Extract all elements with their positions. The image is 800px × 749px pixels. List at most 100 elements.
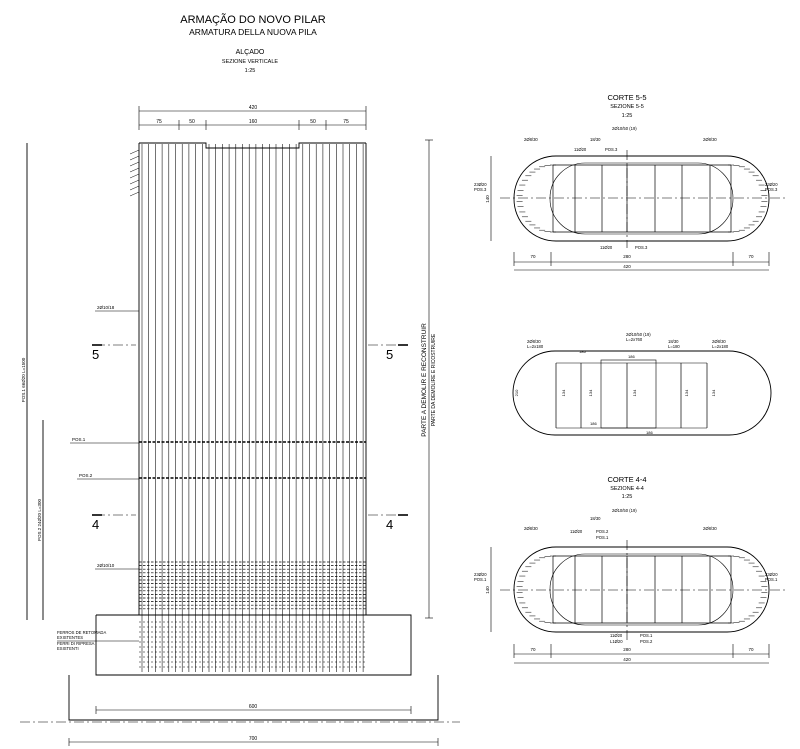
section-middle-bars bbox=[555, 362, 708, 429]
dim-top-4: 50 bbox=[310, 119, 316, 125]
smid-d4: 186 bbox=[646, 430, 653, 435]
section-mark-5-right: 5 bbox=[386, 347, 393, 362]
dim-footing-width: 700 bbox=[249, 736, 258, 742]
s44-label-11: POS.1 bbox=[765, 577, 778, 582]
smid-label-1: 2Ø10/50 (19) bbox=[626, 332, 651, 337]
smid-v3: 134 bbox=[632, 389, 637, 396]
s55-label-8: POS.3 bbox=[474, 187, 487, 192]
elevation-scale: 1:25 bbox=[245, 68, 256, 74]
bar-hook bbox=[129, 185, 140, 191]
smid-v2: 134 bbox=[588, 389, 593, 396]
smid-label-3: 2Ø8/30 bbox=[527, 339, 541, 344]
s44-label-2: 2Ø8/30 bbox=[524, 526, 538, 531]
label-bars-upper: 2Ø10/18 bbox=[97, 305, 115, 310]
s55-dim-total: 420 bbox=[623, 264, 631, 269]
s44-label-1: 2Ø10/50 (19) bbox=[612, 508, 637, 513]
s44-label-3: 2Ø8/30 bbox=[703, 526, 717, 531]
bar-hooks bbox=[129, 149, 140, 197]
s44-label-6: POS.2 bbox=[596, 529, 609, 534]
left-dim-pos1: POS.1 66Ø20 L=1500 bbox=[21, 357, 26, 402]
section-4-4-bars bbox=[516, 555, 768, 624]
section-4-4-title: CORTE 4-4 bbox=[607, 475, 646, 484]
s55-dim-b2: 280 bbox=[623, 254, 631, 259]
s55-label-12: POS.3 bbox=[635, 245, 648, 250]
label-existing-1: FERROS DE RETOMADA bbox=[57, 630, 106, 635]
s55-label-6: 18/30 bbox=[590, 137, 601, 142]
section-5-5-bars bbox=[516, 164, 768, 233]
dim-top-5: 75 bbox=[343, 119, 349, 125]
section-mark-4-left: 4 bbox=[92, 517, 99, 532]
smid-label-7: 2Ø8/30 bbox=[712, 339, 726, 344]
bar-hook bbox=[129, 167, 140, 173]
s44-label-5: 11Ø20 bbox=[570, 529, 583, 534]
smid-label-8: L=2x180 bbox=[712, 344, 729, 349]
s55-label-3: 2Ø8/30 bbox=[703, 137, 717, 142]
smid-v4: 134 bbox=[684, 389, 689, 396]
smid-label-5: 18/30 bbox=[668, 339, 679, 344]
section-mark-4-right: 4 bbox=[386, 517, 393, 532]
smid-label-2: L=2x760 bbox=[626, 337, 643, 342]
label-existing-2: EXISTENTES bbox=[57, 635, 83, 640]
smid-label-6: L=180 bbox=[668, 344, 680, 349]
s55-label-1: 2Ø10/50 (19) bbox=[612, 126, 637, 131]
s55-label-4: 11Ø20 bbox=[574, 147, 587, 152]
s44-dim-total: 420 bbox=[623, 657, 631, 662]
elevation-subtitle: SEZIONE VERTICALE bbox=[222, 59, 278, 65]
dim-top-3: 160 bbox=[249, 119, 258, 125]
label-pos1: POS.1 bbox=[72, 437, 86, 442]
s55-label-9: 23Ø20 bbox=[765, 182, 778, 187]
bar-hook bbox=[129, 191, 140, 197]
dim-base-width: 600 bbox=[249, 704, 258, 710]
section-middle: 2Ø10/50 (19) L=2x760 2Ø8/30 L=2x180 18/3… bbox=[512, 332, 772, 436]
bar-hook bbox=[129, 155, 140, 161]
s44-label-9: POS.1 bbox=[474, 577, 487, 582]
section-4-4: CORTE 4-4 SEZIONE 4-4 1:25 70 280 70 420… bbox=[474, 475, 785, 664]
section-5-5-subtitle: SEZIONE 5-5 bbox=[610, 104, 644, 110]
s44-dim-b2: 280 bbox=[623, 647, 631, 652]
s55-label-10: POS.3 bbox=[765, 187, 778, 192]
title-pt: ARMAÇÃO DO NOVO PILAR bbox=[180, 13, 326, 26]
s55-label-7: 23Ø20 bbox=[474, 182, 487, 187]
s44-label-7: POS.1 bbox=[596, 535, 609, 540]
s44-label-4: 18/30 bbox=[590, 516, 601, 521]
rebar-bars bbox=[141, 144, 364, 672]
bar-hook bbox=[129, 149, 140, 155]
section-4-4-scale: 1:25 bbox=[622, 494, 633, 500]
dim-top-2: 50 bbox=[189, 119, 195, 125]
bar-hook bbox=[129, 173, 140, 179]
dim-overall-width: 420 bbox=[249, 105, 258, 111]
s55-dim-h: 140 bbox=[485, 195, 490, 203]
label-existing-3: FERRI DI RIPRESA bbox=[57, 641, 95, 646]
left-dim-pos2: POS.2 24Ø20 L=300 bbox=[37, 499, 42, 541]
s55-dim-b3: 70 bbox=[748, 254, 754, 259]
side-text-demolish: PARTE A DEMOLIR E RECONSTRUIR bbox=[421, 323, 428, 437]
s44-dim-b1: 70 bbox=[530, 647, 536, 652]
section-4-4-subtitle: SEZIONE 4-4 bbox=[610, 486, 644, 492]
section-5-5-title: CORTE 5-5 bbox=[607, 93, 646, 102]
s44-dim-b3: 70 bbox=[748, 647, 754, 652]
bar-hook bbox=[129, 179, 140, 185]
s44-label-13: POS.1 bbox=[640, 633, 653, 638]
label-pos2: POS.2 bbox=[79, 473, 93, 478]
elevation-title: ALÇADO bbox=[236, 49, 265, 56]
s55-label-5: POS.3 bbox=[605, 147, 618, 152]
side-text-demolire: PARTE DA DEMOLIRE E RICOSTRUIRE bbox=[431, 333, 437, 426]
smid-h1: 210 bbox=[514, 389, 519, 396]
dim-top-1: 75 bbox=[156, 119, 162, 125]
s44-label-8: 23Ø20 bbox=[474, 572, 487, 577]
bar-hook bbox=[129, 161, 140, 167]
title-it: ARMATURA DELLA NUOVA PILA bbox=[189, 27, 317, 37]
smid-v5: 134 bbox=[711, 389, 716, 396]
smid-d1: 186 bbox=[579, 349, 586, 354]
section-5-5-scale: 1:25 bbox=[622, 113, 633, 119]
s44-label-10: 23Ø20 bbox=[765, 572, 778, 577]
s44-label-15: POS.2 bbox=[640, 639, 653, 644]
label-bars-lower: 2Ø10/10 bbox=[97, 563, 115, 568]
smid-v1: 134 bbox=[561, 389, 566, 396]
stirrup-zone bbox=[139, 561, 366, 668]
section-mark-5-left: 5 bbox=[92, 347, 99, 362]
smid-d3: 186 bbox=[590, 421, 597, 426]
elevation-view: 420 75 50 160 50 75 600 700 bbox=[20, 105, 460, 746]
s55-dim-b1: 70 bbox=[530, 254, 536, 259]
